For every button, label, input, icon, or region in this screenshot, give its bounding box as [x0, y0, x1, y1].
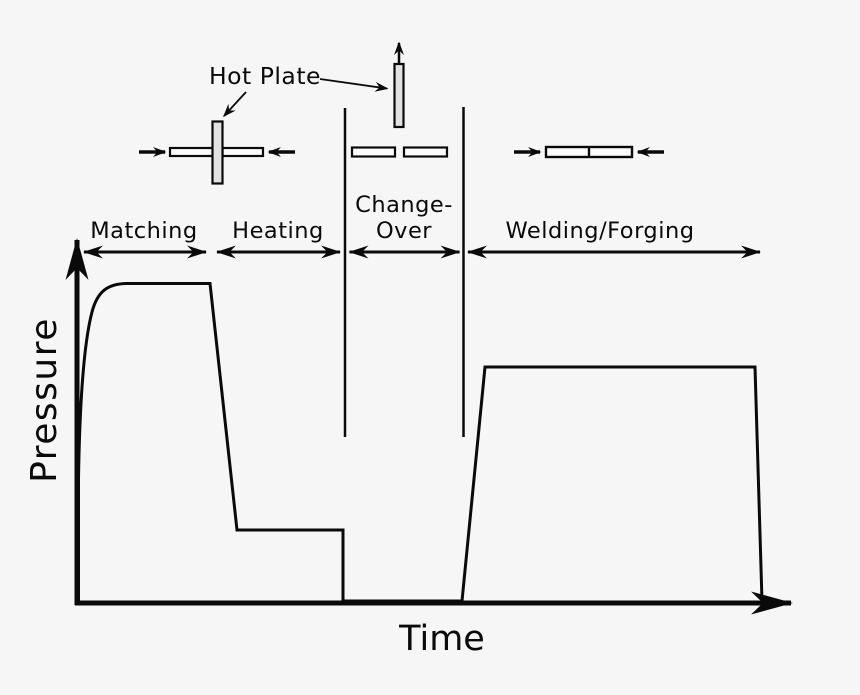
phase-label-welding-forging: Welding/Forging [505, 218, 694, 244]
workpiece-bar-right [402, 146, 449, 158]
hot-plate-withdrawn-icon [350, 41, 449, 158]
workpiece-bar-left [168, 146, 215, 158]
x-axis-label: Time [398, 619, 485, 659]
pressure-curve [77, 282, 764, 603]
hot-plate-vertical-icon [211, 120, 224, 185]
phase-label-heating: Heating [232, 218, 324, 244]
hot-plate-label: Hot Plate [209, 62, 321, 90]
phase-label-changeover-line1: Change- [355, 192, 453, 218]
hot-plate-pointer-middle-icon [319, 78, 389, 92]
y-axis-label: Pressure [24, 317, 65, 483]
phase-label-changeover-line2: Over [376, 218, 432, 244]
hot-plate-pointer-left-icon [222, 91, 247, 118]
phase-label-matching: Matching [90, 218, 197, 244]
workpiece-bar-right [221, 146, 265, 158]
workpieces-joined-icon [514, 145, 664, 159]
workpiece-bar-left [350, 146, 397, 158]
hot-plate-vertical-icon [393, 62, 405, 129]
workpieces-pressed-on-hot-plate-icon [139, 120, 295, 185]
